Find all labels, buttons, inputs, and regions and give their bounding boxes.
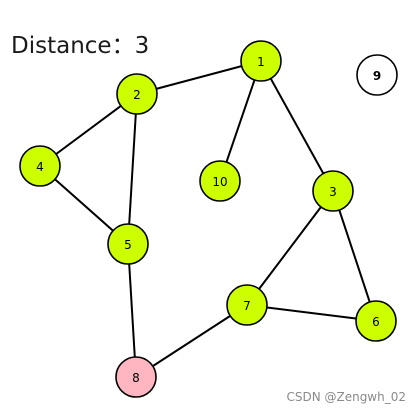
node-2-label: 2 <box>133 88 141 102</box>
edge-3-6 <box>332 190 377 322</box>
node-5-label: 5 <box>124 238 132 252</box>
node-1-circle <box>240 40 282 82</box>
node-5: 5 <box>107 223 149 265</box>
distance-title: Distance：3 <box>11 31 149 61</box>
node-10: 10 <box>199 160 241 202</box>
node-1: 1 <box>240 40 282 82</box>
node-7-label: 7 <box>243 299 251 313</box>
node-4-circle <box>19 145 61 187</box>
nodes-layer: 1 2 3 4 5 6 7 8 9 10 <box>19 40 398 398</box>
node-4: 4 <box>19 145 61 187</box>
edge-3-7 <box>246 190 334 306</box>
node-6-label: 6 <box>372 315 380 329</box>
distance-label: Distance： <box>11 33 135 59</box>
node-9-label: 9 <box>373 69 381 83</box>
node-3-label: 3 <box>329 185 337 199</box>
edge-2-5 <box>127 93 138 245</box>
node-7: 7 <box>226 284 268 326</box>
distance-value: 3 <box>134 33 150 59</box>
edge-1-10 <box>219 60 262 182</box>
node-9-circle <box>356 54 398 96</box>
edge-7-6 <box>246 304 377 322</box>
node-2-circle <box>116 73 158 115</box>
node-7-circle <box>226 284 268 326</box>
node-9: 9 <box>356 54 398 96</box>
node-1-label: 1 <box>257 55 265 69</box>
edge-5-8 <box>127 243 137 378</box>
node-4-label: 4 <box>36 160 44 174</box>
edge-7-8 <box>135 304 248 378</box>
node-8-circle <box>115 356 157 398</box>
node-8: 8 <box>115 356 157 398</box>
node-10-circle <box>199 160 241 202</box>
node-10-label: 10 <box>212 175 227 189</box>
node-2: 2 <box>116 73 158 115</box>
node-3-circle <box>312 170 354 212</box>
node-6: 6 <box>355 300 397 342</box>
edge-1-2 <box>136 60 262 95</box>
watermark: CSDN @Zengwh_02 <box>286 390 406 404</box>
edges-layer <box>39 60 377 378</box>
node-5-circle <box>107 223 149 265</box>
edge-1-3 <box>260 60 334 192</box>
node-3: 3 <box>312 170 354 212</box>
node-6-circle <box>355 300 397 342</box>
node-8-label: 8 <box>132 371 140 385</box>
